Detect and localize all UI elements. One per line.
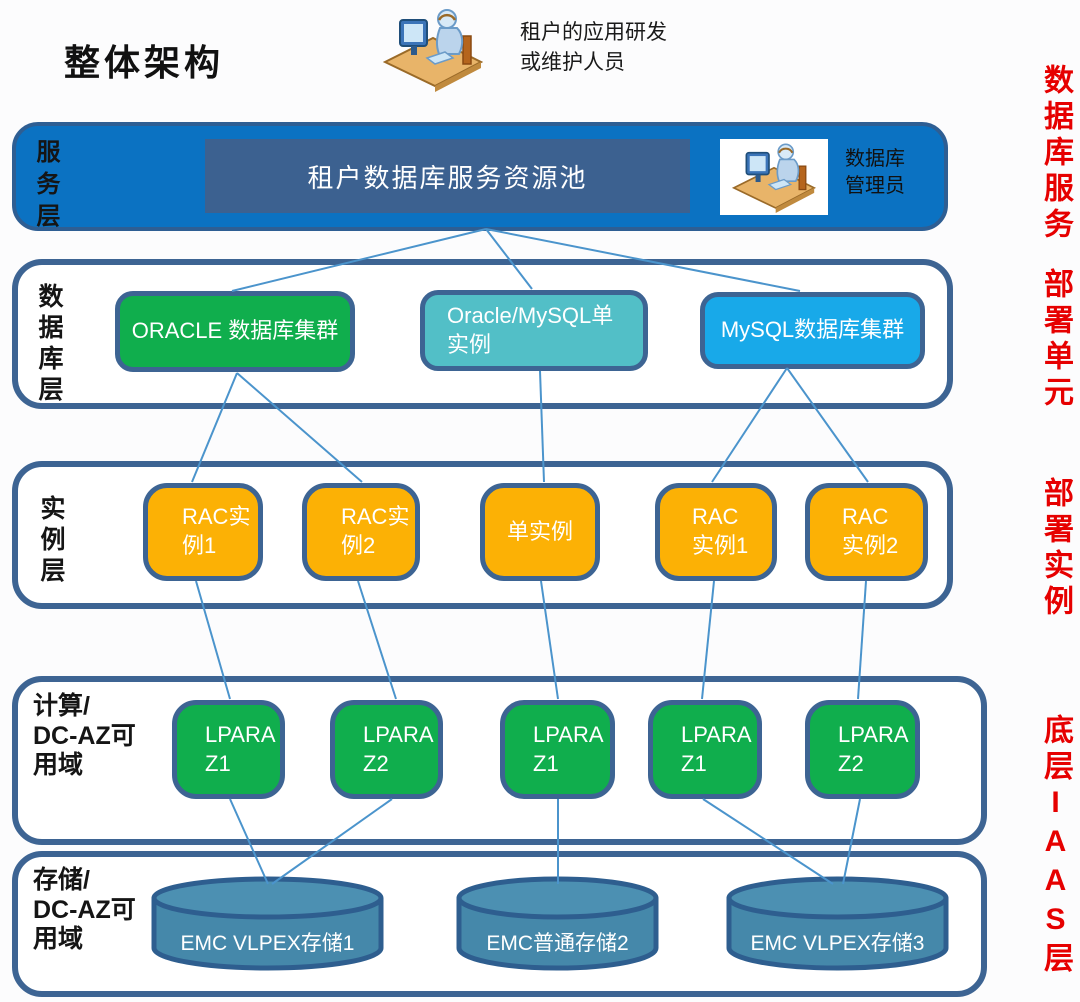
oracle-mysql-single-box[interactable]: Oracle/MySQL单 实例 — [420, 290, 648, 371]
tenant-db-pool-box[interactable]: 租户数据库服务资源池 — [205, 139, 690, 213]
rac-instance-1-box[interactable]: RAC实 例1 — [143, 483, 263, 581]
mysql-rac-instance-1-box[interactable]: RAC 实例1 — [655, 483, 777, 581]
single-instance-box[interactable]: 单实例 — [480, 483, 600, 581]
oracle-cluster-box[interactable]: ORACLE 数据库集群 — [115, 291, 355, 372]
storage-layer-label: 存储/ DC-AZ可 用域 — [33, 866, 136, 953]
instance-layer-label: 实例层 — [37, 495, 65, 588]
side-label-deploy-instance: 部署实例 — [1039, 477, 1072, 621]
lpara-z1-box-1[interactable]: LPARA Z1 — [172, 700, 285, 799]
lpara-z2-box-1[interactable]: LPARA Z2 — [330, 700, 443, 799]
side-label-database-service: 数据库服务 — [1039, 64, 1072, 244]
db-admin-annotation: 数据库 管理员 — [845, 148, 905, 197]
side-label-iaas-layer: 底层IAAS层 — [1039, 714, 1072, 978]
db-admin-at-desk-icon — [731, 143, 817, 213]
lpara-z2-box-2[interactable]: LPARA Z2 — [805, 700, 920, 799]
tenant-user-at-desk-icon — [382, 6, 484, 92]
mysql-rac-instance-2-box[interactable]: RAC 实例2 — [805, 483, 928, 581]
tenant-user-annotation: 租户的应用研发 或维护人员 — [520, 21, 667, 75]
service-layer-label: 服务层 — [32, 139, 59, 235]
compute-layer-label: 计算/ DC-AZ可 用域 — [33, 692, 136, 779]
db-admin-icon-card — [720, 139, 828, 215]
storage-cylinder-3[interactable]: EMC VLPEX存储3 — [725, 876, 950, 974]
storage-cylinder-1[interactable]: EMC VLPEX存储1 — [150, 876, 385, 974]
rac-instance-2-box[interactable]: RAC实 例2 — [302, 483, 420, 581]
mysql-cluster-box[interactable]: MySQL数据库集群 — [700, 292, 925, 369]
page-title: 整体架构 — [64, 42, 225, 83]
storage-cylinder-2[interactable]: EMC普通存储2 — [455, 876, 660, 974]
lpara-z1-box-2[interactable]: LPARA Z1 — [500, 700, 615, 799]
side-label-deploy-unit: 部署单元 — [1039, 268, 1072, 412]
database-layer-label: 数据库层 — [35, 283, 63, 407]
lpara-z1-box-3[interactable]: LPARA Z1 — [648, 700, 762, 799]
